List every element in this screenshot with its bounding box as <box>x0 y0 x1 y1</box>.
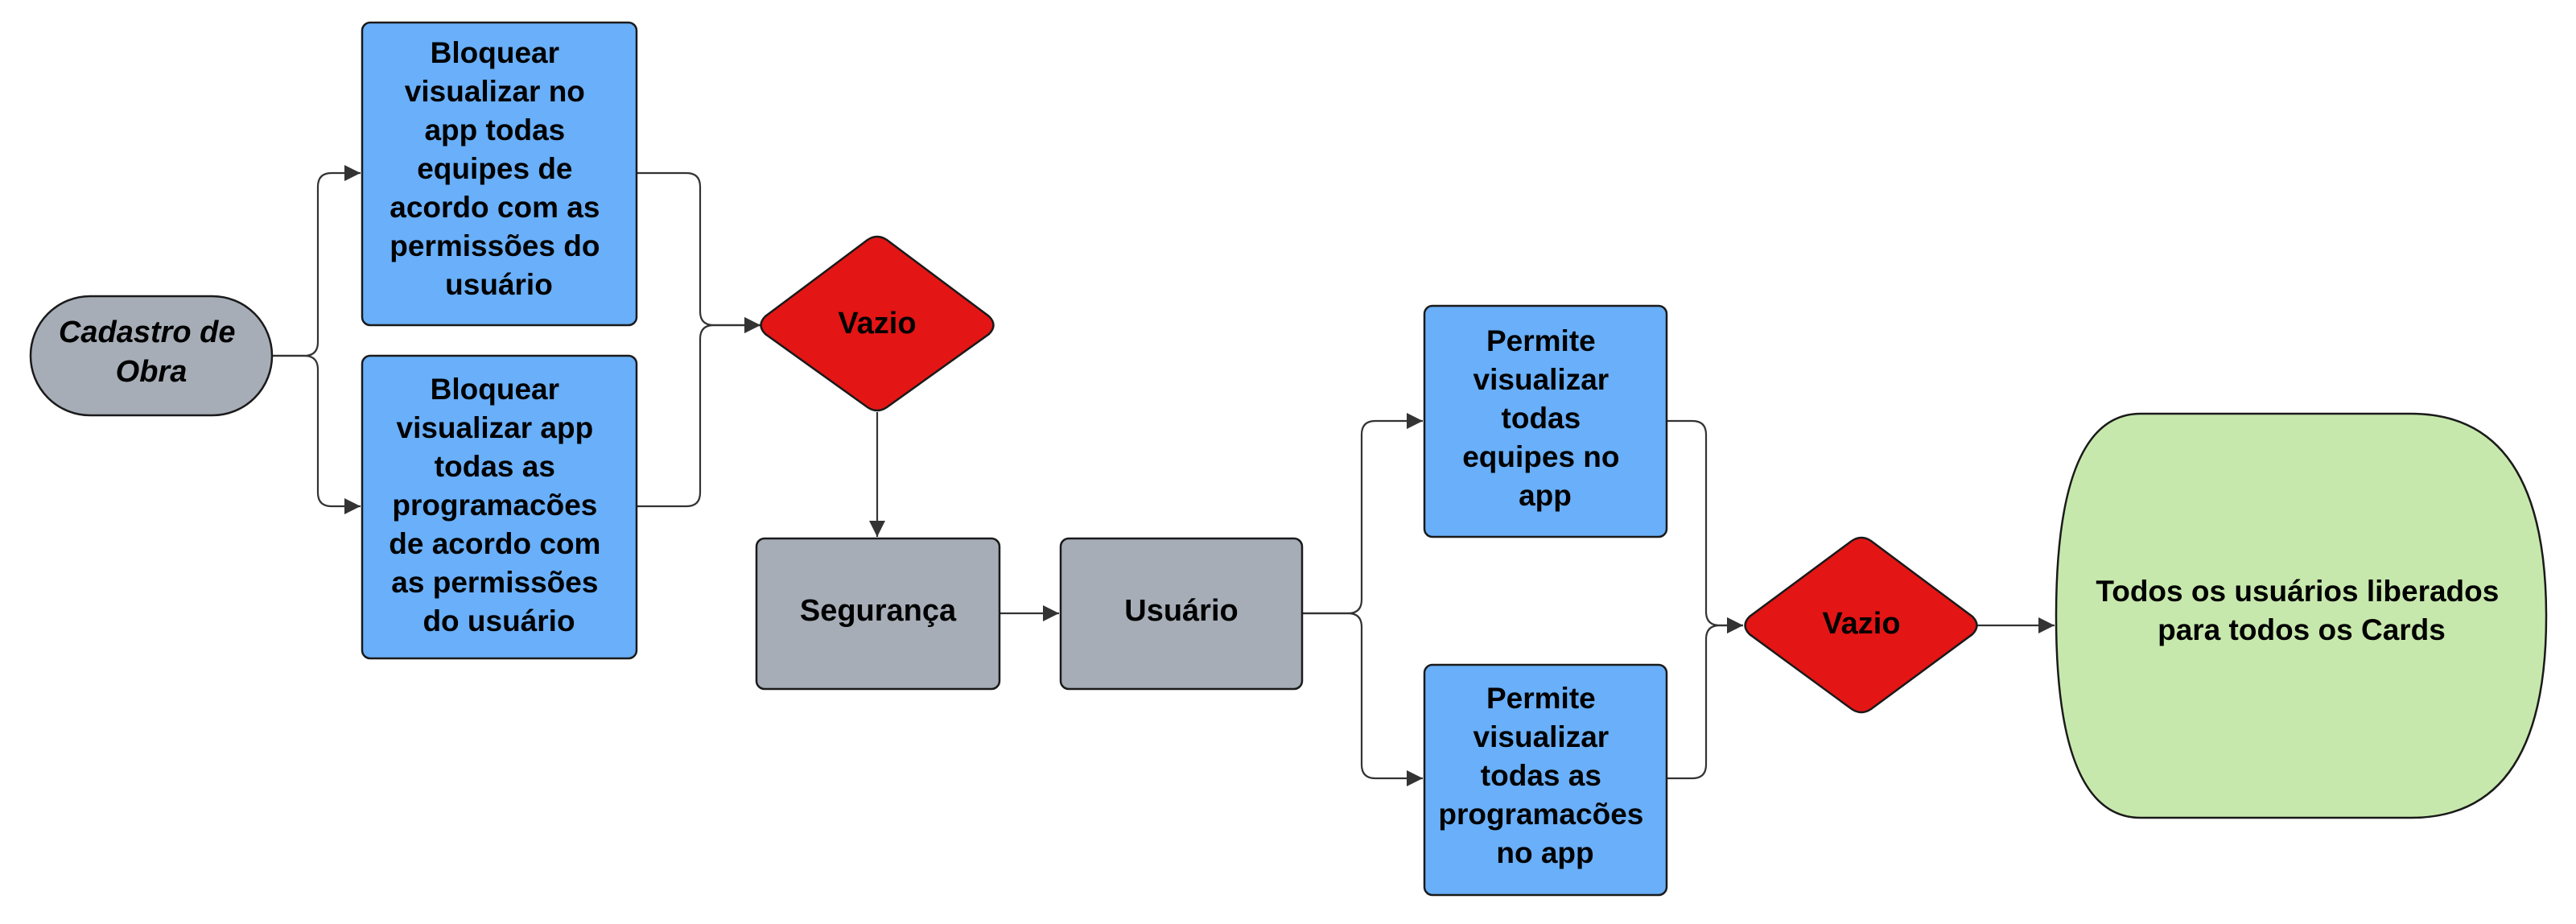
node-label-line: todas as <box>435 450 555 483</box>
node-bloquear-programacoes[interactable]: Bloquear visualizar app todas as program… <box>361 354 638 660</box>
node-label-line: todas as <box>1481 759 1601 792</box>
node-todos-liberados[interactable]: Todos os usuários liberados para todos o… <box>2055 412 2548 819</box>
node-label-line: app todas <box>424 113 565 146</box>
node-label-line: programacões <box>1438 798 1643 831</box>
process-shape <box>755 537 1001 691</box>
node-permite-equipes[interactable]: Permite visualizar todas equipes no app <box>1423 304 1668 538</box>
node-label-line: equipes no <box>1462 440 1619 473</box>
node-vazio-1[interactable]: Vazio <box>760 235 995 412</box>
node-label-line: no app <box>1496 836 1593 869</box>
node-label-line: do usuário <box>422 604 575 637</box>
node-label-line: Permite <box>1486 682 1596 715</box>
node-seguranca[interactable]: Segurança <box>755 537 1001 691</box>
terminal-shape <box>29 295 274 417</box>
node-label-line: app <box>1519 479 1572 512</box>
edge-cadastro-to-bloquear-programacoes <box>272 354 361 514</box>
svg-text:Bloquear visualizar app: Bloquear visualizar app todas as program… <box>389 373 608 637</box>
svg-text:Segurança: Segurança <box>800 594 957 628</box>
node-label-line: Permite <box>1486 324 1596 357</box>
node-label-line: Vazio <box>838 307 916 340</box>
node-label-line: visualizar no <box>405 75 585 108</box>
edge-usuario-to-permite-programacoes <box>1302 612 1423 786</box>
terminal-shape <box>2055 412 2548 819</box>
edge-bloquear-equipes-to-vazio <box>637 171 760 333</box>
node-label-line: para todos os Cards <box>2158 613 2446 646</box>
svg-text:Cadastro de Obra: Cadastro de Obra <box>59 316 244 389</box>
node-bloquear-equipes[interactable]: Bloquear visualizar no app todas equipes… <box>361 21 638 327</box>
node-label-line: as permissões <box>391 566 598 599</box>
process-shape <box>1059 537 1304 691</box>
node-label-line: equipes de <box>417 152 572 185</box>
svg-text:Permite visualizar: Permite visualizar todas as programacões… <box>1438 682 1651 869</box>
edge-permite-programacoes-to-vazio <box>1667 617 1743 780</box>
edge-cadastro-to-bloquear-equipes <box>272 165 361 357</box>
svg-text:Todos os usuários liberados: Todos os usuários liberados para todos o… <box>2096 575 2507 646</box>
node-label-line: Cadastro de <box>59 316 236 349</box>
decision-shape <box>1744 536 1978 714</box>
node-usuario[interactable]: Usuário <box>1059 537 1304 691</box>
node-label-line: Bloquear <box>431 36 559 69</box>
edges <box>272 165 2055 786</box>
node-vazio-2[interactable]: Vazio <box>1744 536 1978 714</box>
node-label-line: permissões do <box>389 229 600 262</box>
node-label-line: de acordo com <box>389 527 600 560</box>
process-shape <box>361 354 638 660</box>
svg-text:Vazio: Vazio <box>838 307 916 340</box>
node-label-line: Obra <box>116 355 188 389</box>
node-label-line: Todos os usuários liberados <box>2096 575 2499 608</box>
node-label-line: todas <box>1502 402 1581 435</box>
node-label-line: visualizar <box>1473 720 1609 753</box>
process-shape <box>1423 663 1668 897</box>
svg-text:Vazio: Vazio <box>1822 607 1900 641</box>
process-shape <box>1423 304 1668 538</box>
node-label-line: visualizar <box>1473 363 1609 396</box>
process-shape <box>361 21 638 327</box>
node-cadastro-obra[interactable]: Cadastro de Obra <box>29 295 274 417</box>
node-label-line: Usuário <box>1124 594 1238 628</box>
node-label-line: acordo com as <box>389 191 600 224</box>
node-label-line: Bloquear <box>431 373 559 406</box>
node-label-line: visualizar app <box>397 411 594 444</box>
edge-usuario-to-permite-equipes <box>1302 413 1423 615</box>
svg-text:Usuário: Usuário <box>1124 594 1238 628</box>
svg-text:Bloquear visualizar no: Bloquear visualizar no app todas equipes… <box>389 36 608 301</box>
node-label-line: programacões <box>392 489 597 522</box>
edge-bloquear-programacoes-to-vazio <box>637 317 760 508</box>
node-label-line: usuário <box>445 268 553 301</box>
edge-permite-equipes-to-vazio <box>1667 419 1743 633</box>
svg-text:Permite visualizar: Permite visualizar todas equipes no app <box>1462 324 1628 512</box>
node-permite-programacoes[interactable]: Permite visualizar todas as programacões… <box>1423 663 1668 897</box>
node-label-line: Segurança <box>800 594 957 628</box>
node-label-line: Vazio <box>1822 607 1900 641</box>
decision-shape <box>760 235 995 412</box>
